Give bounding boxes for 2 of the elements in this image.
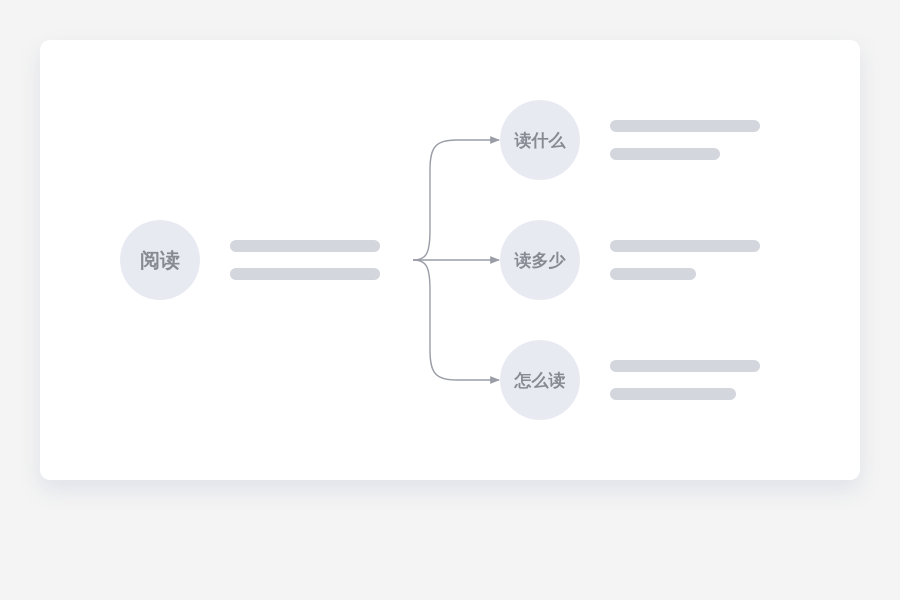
arrow — [412, 136, 500, 261]
arrow — [412, 259, 500, 384]
